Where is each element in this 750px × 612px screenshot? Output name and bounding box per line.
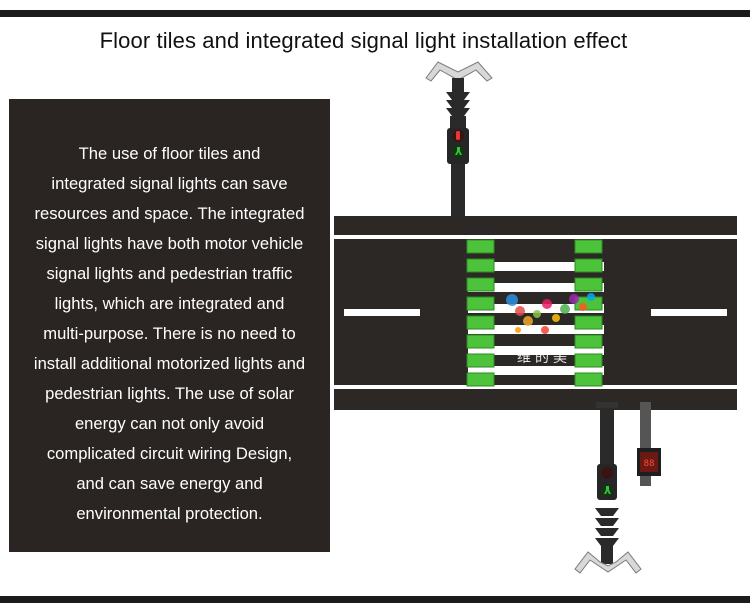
- page-title: Floor tiles and integrated signal light …: [99, 28, 628, 53]
- description-panel: [9, 99, 330, 552]
- watermark-text: 维的美: [517, 350, 571, 366]
- pedestrian-red-icon: [452, 130, 464, 142]
- bottom-border: [0, 596, 750, 603]
- watermark-logo: [506, 293, 595, 334]
- bottom-signal-pole: [574, 402, 642, 574]
- description-text: The use of floor tiles and integrated si…: [33, 144, 306, 523]
- countdown-display: 88: [637, 402, 661, 486]
- pedestrian-green-icon: [452, 146, 464, 158]
- floor-tiles-left: [466, 239, 495, 387]
- svg-text:88: 88: [644, 459, 655, 469]
- top-signal-pole: [425, 61, 493, 222]
- top-border: [0, 10, 750, 17]
